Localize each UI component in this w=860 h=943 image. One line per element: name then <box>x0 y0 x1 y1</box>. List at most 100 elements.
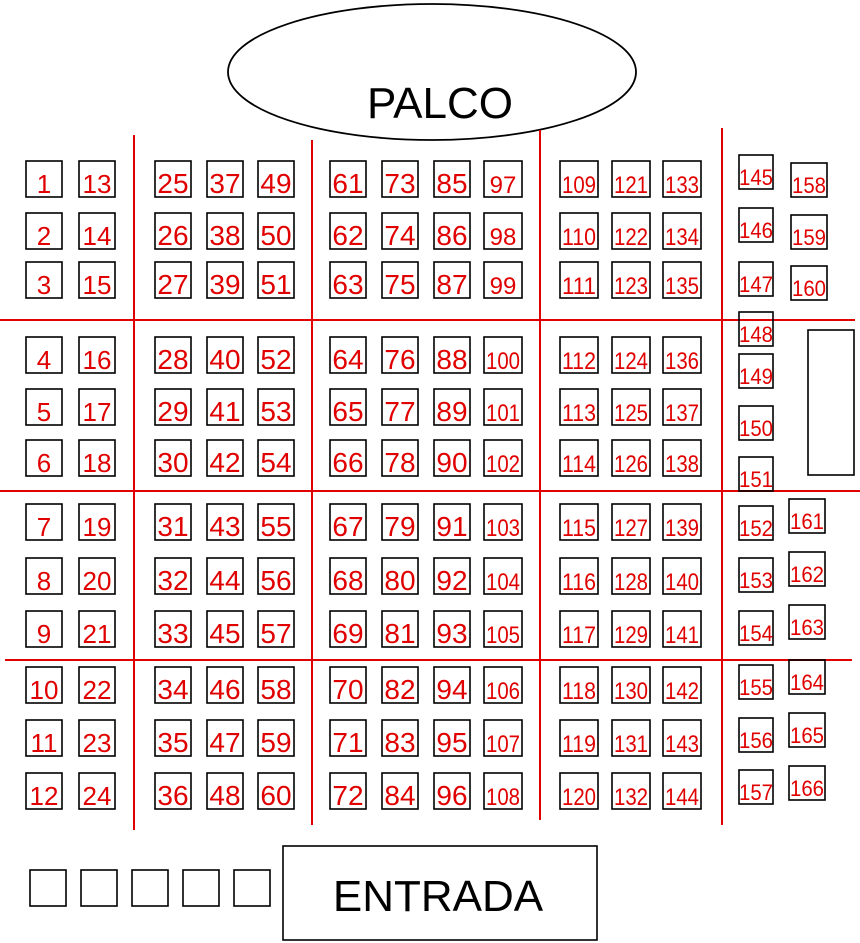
seat-number: 49 <box>260 168 291 199</box>
seat-box <box>25 336 63 374</box>
seat-number: 149 <box>739 364 773 389</box>
seat-box <box>78 336 116 374</box>
seat-box <box>329 666 367 704</box>
seat-number: 31 <box>157 511 188 542</box>
seat-number: 128 <box>614 569 648 596</box>
seat-number: 28 <box>157 344 188 375</box>
seat-box <box>78 557 116 595</box>
seat-box <box>433 772 471 810</box>
seat-box <box>154 772 192 810</box>
seat-number: 164 <box>790 670 824 695</box>
seat-box <box>78 719 116 757</box>
seat-box <box>25 261 63 299</box>
seat-box <box>662 388 702 426</box>
seat-number: 142 <box>665 678 699 705</box>
seat-number: 131 <box>614 731 648 758</box>
seat-box <box>483 666 523 704</box>
seat-box <box>25 503 63 541</box>
seat-box <box>433 557 471 595</box>
seat-box <box>329 160 367 198</box>
seat-number: 104 <box>486 569 520 596</box>
seat-box <box>78 666 116 704</box>
seat-number: 117 <box>562 622 596 649</box>
seat-number: 150 <box>739 416 773 441</box>
seat-box <box>788 712 826 748</box>
seat-number: 88 <box>436 344 467 375</box>
seat-number: 27 <box>157 269 188 300</box>
seat-box <box>381 503 419 541</box>
seat-number: 140 <box>665 569 699 596</box>
seat-box <box>788 765 826 801</box>
seat-number: 163 <box>790 615 824 640</box>
seat-box <box>154 439 192 477</box>
stage-ellipse <box>227 3 637 141</box>
seat-number: 81 <box>384 618 415 649</box>
seat-box <box>257 261 295 299</box>
seat-box <box>206 557 244 595</box>
side-block <box>807 329 855 476</box>
seat-number: 50 <box>260 220 291 251</box>
seat-number: 136 <box>665 348 699 375</box>
seat-box <box>611 772 651 810</box>
seat-box <box>206 610 244 648</box>
empty-box <box>29 869 67 907</box>
seat-box <box>611 160 651 198</box>
seat-number: 6 <box>37 448 51 478</box>
seat-box <box>662 439 702 477</box>
seat-number: 23 <box>83 728 112 758</box>
seat-number: 53 <box>260 396 291 427</box>
seat-box <box>738 207 774 243</box>
seat-box <box>433 666 471 704</box>
seat-box <box>662 610 702 648</box>
seat-box <box>154 719 192 757</box>
seat-box <box>611 557 651 595</box>
seat-number: 153 <box>739 568 773 593</box>
seat-number: 96 <box>436 780 467 811</box>
seat-box <box>483 160 523 198</box>
seat-box <box>611 666 651 704</box>
seat-box <box>483 503 523 541</box>
seat-box <box>329 719 367 757</box>
seat-box <box>257 336 295 374</box>
extra-boxes <box>29 869 271 907</box>
seat-box <box>611 388 651 426</box>
seat-box <box>25 439 63 477</box>
seat-number: 46 <box>209 674 240 705</box>
seat-number: 32 <box>157 565 188 596</box>
seat-box <box>738 261 774 297</box>
seat-box <box>433 160 471 198</box>
seat-box <box>154 610 192 648</box>
seat-box <box>738 456 774 492</box>
seat-number: 26 <box>157 220 188 251</box>
seat-number: 77 <box>384 396 415 427</box>
seat-number: 102 <box>486 451 520 478</box>
seat-number: 22 <box>83 675 112 705</box>
seat-box <box>738 405 774 441</box>
seat-box <box>433 336 471 374</box>
seat-number: 41 <box>209 396 240 427</box>
seat-number: 10 <box>30 675 59 705</box>
seat-box <box>257 610 295 648</box>
seat-number: 158 <box>792 173 826 198</box>
seat-box <box>559 388 599 426</box>
seat-box <box>611 503 651 541</box>
seat-box <box>206 666 244 704</box>
seat-number: 8 <box>37 566 51 596</box>
seat-box <box>257 557 295 595</box>
seat-box <box>206 261 244 299</box>
seat-number: 20 <box>83 566 112 596</box>
seat-box <box>662 666 702 704</box>
seat-box <box>483 439 523 477</box>
seat-box <box>206 336 244 374</box>
seat-number: 90 <box>436 447 467 478</box>
seat-box <box>257 439 295 477</box>
seat-box <box>433 388 471 426</box>
seat-box <box>25 772 63 810</box>
seat-box <box>662 336 702 374</box>
seat-box <box>662 212 702 250</box>
seat-box <box>206 719 244 757</box>
seat-number: 62 <box>332 220 363 251</box>
seat-number: 87 <box>436 269 467 300</box>
seat-number: 115 <box>562 515 596 542</box>
